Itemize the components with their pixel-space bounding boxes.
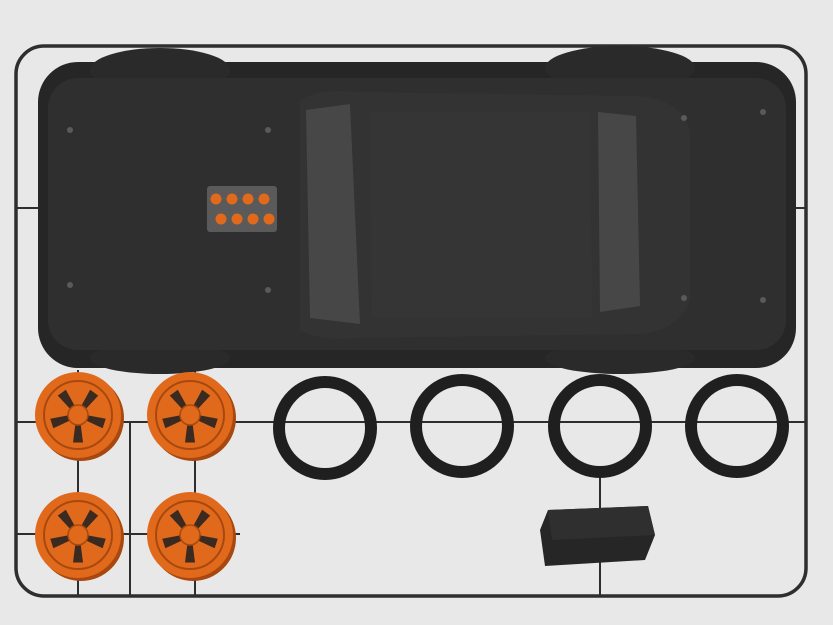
- car-body: [38, 46, 796, 374]
- mounting-pins: [67, 109, 766, 303]
- wheel: [35, 492, 124, 581]
- tire: [548, 374, 652, 478]
- wheels: [35, 372, 236, 581]
- wheel: [147, 492, 236, 581]
- tires: [273, 374, 789, 480]
- spoiler-block: [540, 506, 655, 566]
- tire: [410, 374, 514, 478]
- wheel: [147, 372, 236, 461]
- tire: [685, 374, 789, 478]
- intake-stacks: [207, 186, 277, 232]
- tire: [273, 376, 377, 480]
- wheel: [35, 372, 124, 461]
